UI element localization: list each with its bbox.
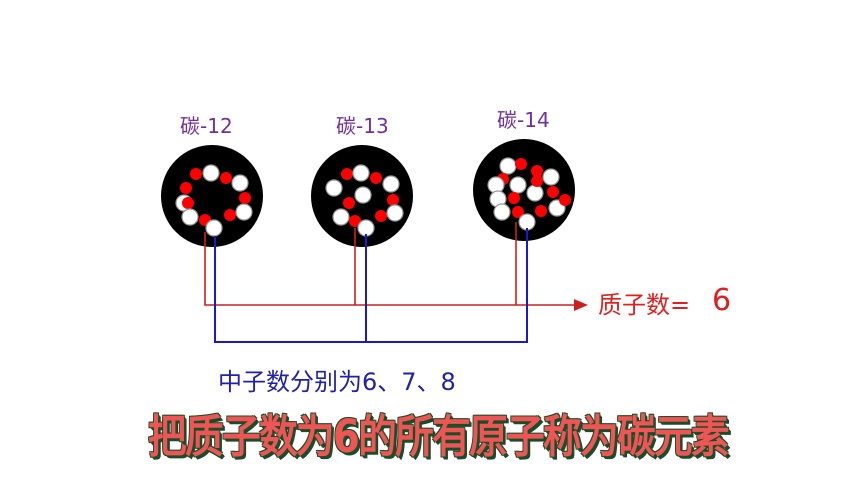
- proton-particle: [515, 158, 527, 170]
- nucleus-2: [311, 145, 413, 247]
- isotope-label-c14: 碳-14: [497, 108, 550, 132]
- neutron-particle: [542, 168, 560, 186]
- neutron-particle: [526, 184, 544, 202]
- neutron-particle: [487, 176, 505, 194]
- proton-particle: [559, 194, 571, 206]
- neutron-particle: [332, 208, 350, 226]
- proton-particle: [547, 186, 559, 198]
- neutron-particle: [357, 219, 375, 237]
- proton-particle: [387, 194, 399, 206]
- nucleus-3: [473, 139, 575, 241]
- neutron-count-label: 中子数分别为6、7、8: [218, 368, 456, 396]
- proton-particle: [531, 175, 543, 187]
- isotope-label-c12: 碳-12: [180, 114, 233, 138]
- proton-particle: [224, 209, 236, 221]
- proton-particle: [370, 172, 382, 184]
- proton-count-value: 6: [712, 283, 732, 318]
- neutron-particle: [518, 213, 536, 231]
- proton-arrowhead: [574, 299, 588, 311]
- proton-particle: [512, 206, 524, 218]
- neutron-particle: [354, 186, 372, 204]
- neutron-particle: [499, 157, 517, 175]
- neutron-particle: [509, 176, 527, 194]
- neutron-particle: [235, 203, 253, 221]
- neutron-particle: [382, 175, 400, 193]
- neutron-particle: [325, 179, 343, 197]
- proton-particle: [349, 215, 361, 227]
- proton-line-c12: [204, 232, 580, 306]
- proton-particle: [508, 192, 520, 204]
- proton-particle: [531, 165, 543, 177]
- proton-count-label: 质子数=: [598, 291, 691, 319]
- proton-particle: [341, 168, 353, 180]
- proton-particle: [180, 182, 192, 194]
- proton-particle: [343, 197, 355, 209]
- carbon-element-definition: 把质子数为6的所有原子称为碳元素: [148, 410, 730, 463]
- neutron-particle: [352, 164, 370, 182]
- proton-particle: [190, 168, 202, 180]
- proton-particle: [375, 210, 387, 222]
- neutron-particle: [205, 219, 223, 237]
- neutron-particle: [202, 164, 220, 182]
- neutron-line-c12-c14: [214, 228, 528, 343]
- neutron-particle: [493, 203, 511, 221]
- proton-particle: [535, 205, 547, 217]
- nucleus-1: [161, 145, 263, 247]
- neutron-particle: [181, 208, 199, 226]
- proton-particle: [182, 197, 194, 209]
- neutron-particle: [231, 174, 249, 192]
- proton-particle: [220, 172, 232, 184]
- neutron-particle: [386, 204, 404, 222]
- isotope-label-c13: 碳-13: [336, 114, 389, 138]
- proton-particle: [239, 192, 251, 204]
